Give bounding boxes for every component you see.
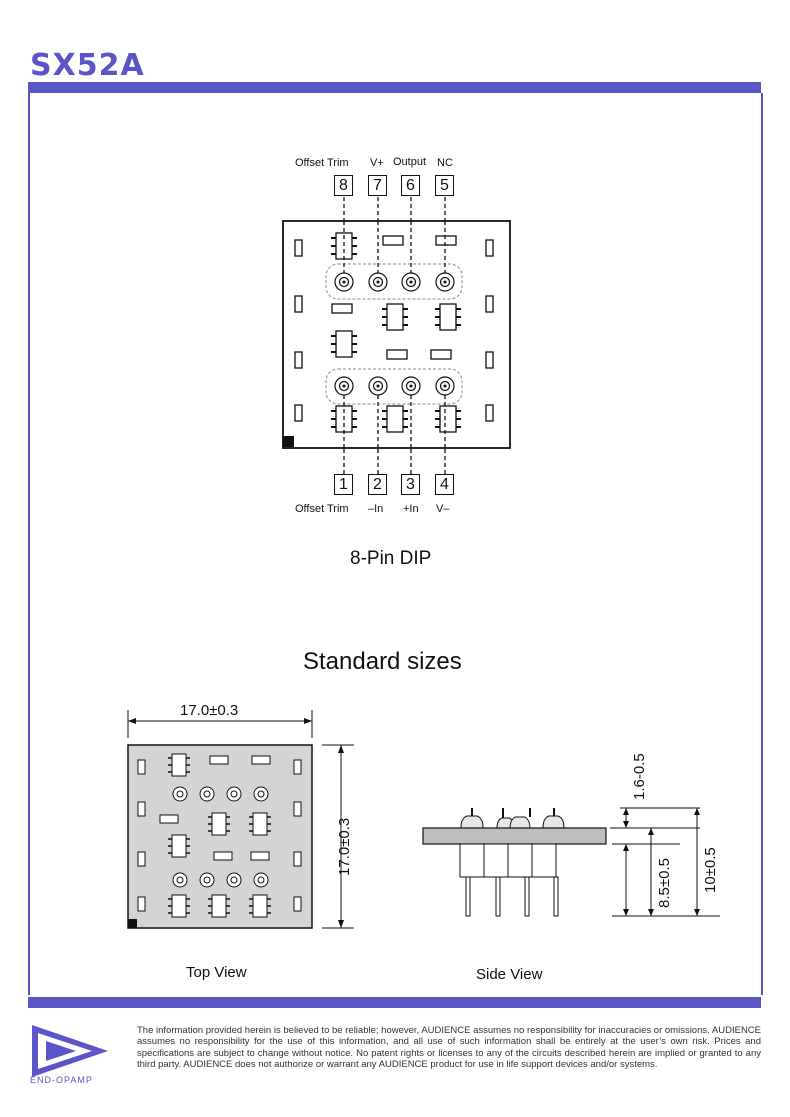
logo-text: END-OPAMP: [30, 1075, 93, 1085]
pin3-label: +In: [403, 503, 419, 515]
pin-4-box: 4: [435, 474, 454, 495]
pin4-label: V–: [436, 503, 450, 515]
page-title: SX52A: [30, 48, 145, 83]
pin-5-box: 5: [435, 175, 454, 196]
dim-1-6: 1.6-0.5: [631, 753, 648, 800]
sizes-heading: Standard sizes: [303, 648, 462, 675]
dip-caption: 8-Pin DIP: [350, 548, 432, 569]
end-opamp-logo: [32, 1025, 108, 1077]
dim-10: 10±0.5: [702, 847, 719, 893]
pin1-label: Offset Trim: [295, 503, 349, 515]
pin5-label: NC: [437, 157, 453, 169]
pin-8-box: 8: [334, 175, 353, 196]
pin-1-box: 1: [334, 474, 353, 495]
content-frame: [28, 93, 763, 995]
pin-6-box: 6: [401, 175, 420, 196]
pin6-label: Output: [393, 156, 427, 168]
pin-3-box: 3: [401, 474, 420, 495]
top-view-caption: Top View: [186, 964, 247, 981]
disclaimer-text: The information provided herein is belie…: [137, 1025, 761, 1071]
dim-8-5: 8.5±0.5: [656, 858, 673, 908]
pin7-label: V+: [370, 157, 384, 169]
header-bar: [28, 82, 761, 93]
pin-2-box: 2: [368, 474, 387, 495]
footer-bar: [28, 997, 761, 1008]
pin-7-box: 7: [368, 175, 387, 196]
pin8-label: Offset Trim: [295, 157, 349, 169]
pin2-label: –In: [368, 503, 384, 515]
width-dimension: 17.0±0.3: [180, 702, 239, 719]
side-view-caption: Side View: [476, 966, 543, 983]
